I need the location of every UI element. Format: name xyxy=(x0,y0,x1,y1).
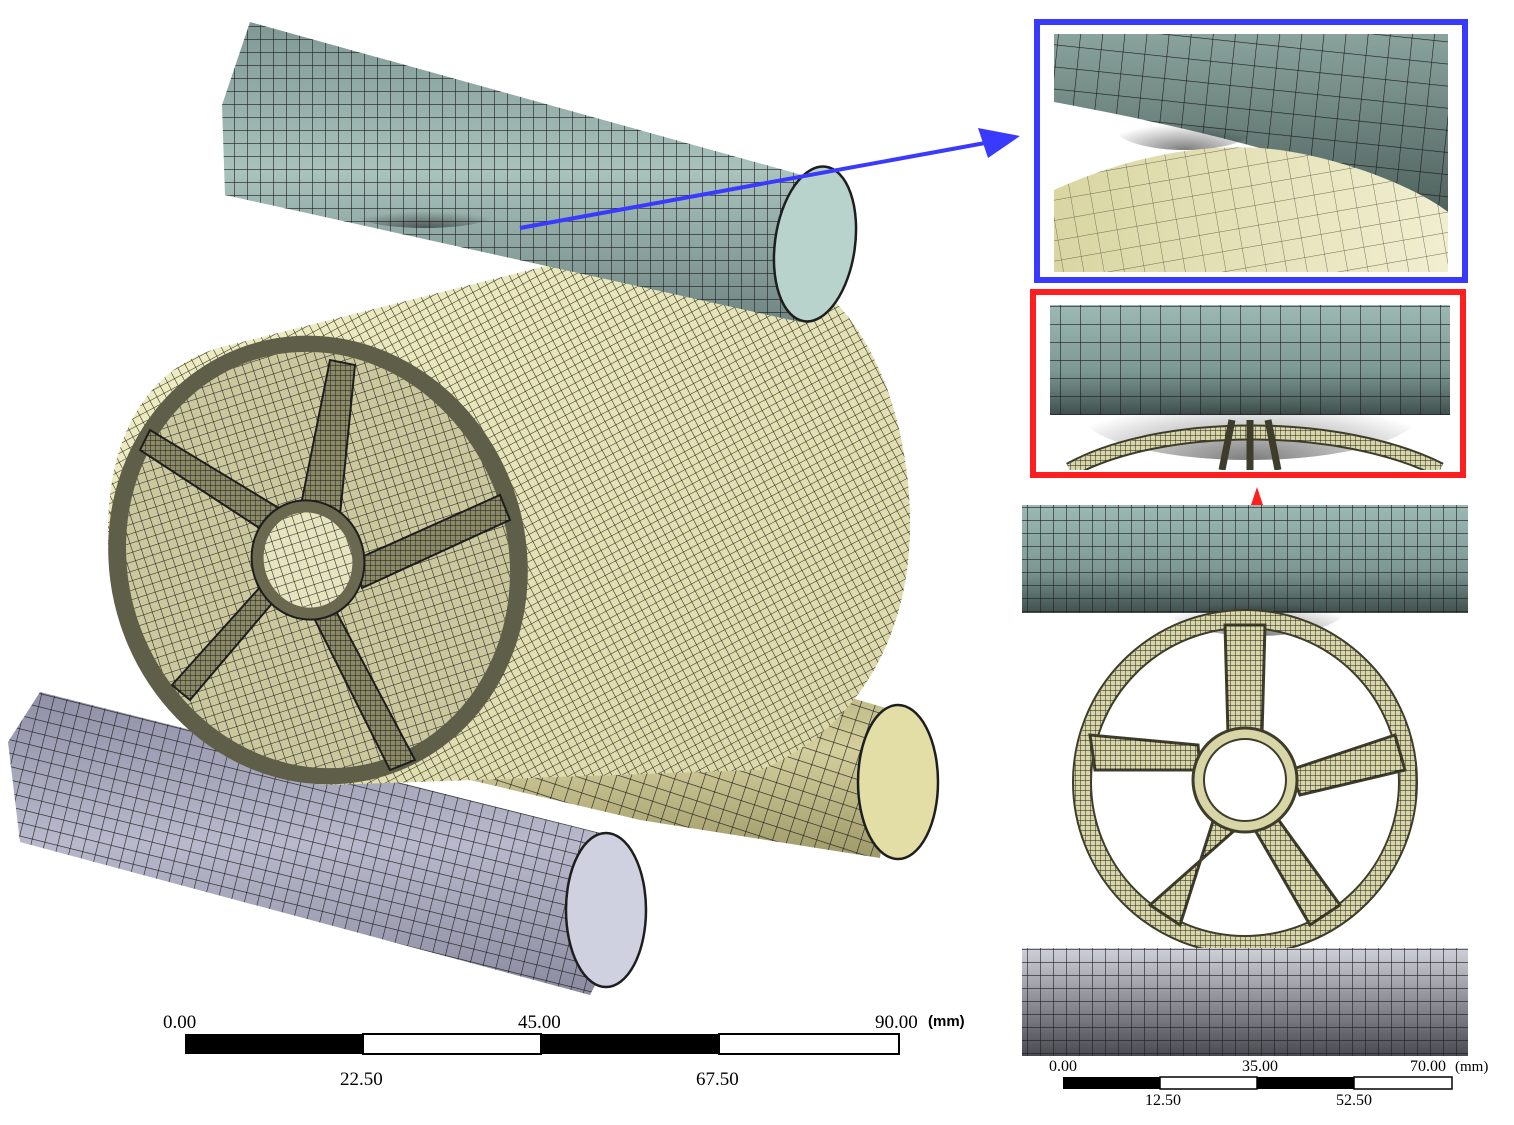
front-wheel-hub xyxy=(1203,738,1287,822)
main-scalebar-label-mid: 45.00 xyxy=(518,1012,561,1033)
arrow-right-icon xyxy=(519,128,1020,230)
main-scalebar-unit: (mm) xyxy=(928,1013,965,1030)
small-scalebar-label-q3: 52.50 xyxy=(1336,1092,1372,1109)
bottom-right-roller-end-face xyxy=(856,703,940,861)
main-scalebar-label-q1: 22.50 xyxy=(340,1069,383,1090)
drum-front-wheel xyxy=(108,335,528,785)
main-scalebar-label-end: 90.00 xyxy=(875,1012,918,1033)
top-roller xyxy=(222,22,858,323)
bottom-left-roller xyxy=(8,692,648,995)
main-scalebar-label-0: 0.00 xyxy=(163,1012,197,1033)
small-scalebar-label-end: 70.00 xyxy=(1410,1058,1446,1075)
main-scalebar-bar xyxy=(185,1033,900,1055)
spokes-mesh xyxy=(140,360,510,770)
small-scalebar-label-mid: 35.00 xyxy=(1242,1058,1278,1075)
front-view-bottom-roller xyxy=(1022,948,1468,1056)
red-zoom-detail xyxy=(1030,289,1466,478)
small-scalebar-bar xyxy=(1063,1076,1453,1090)
small-scalebar-unit: (mm) xyxy=(1455,1059,1489,1075)
small-scalebar-label-0: 0.00 xyxy=(1049,1058,1077,1075)
top-roller-end-face xyxy=(772,165,858,323)
blue-zoom-detail xyxy=(1034,19,1468,283)
bottom-left-roller-end-face xyxy=(564,831,648,989)
main-scalebar-label-q3: 67.50 xyxy=(696,1069,739,1090)
front-view-wheel xyxy=(1072,609,1418,955)
small-scalebar-label-q1: 12.50 xyxy=(1145,1092,1181,1109)
